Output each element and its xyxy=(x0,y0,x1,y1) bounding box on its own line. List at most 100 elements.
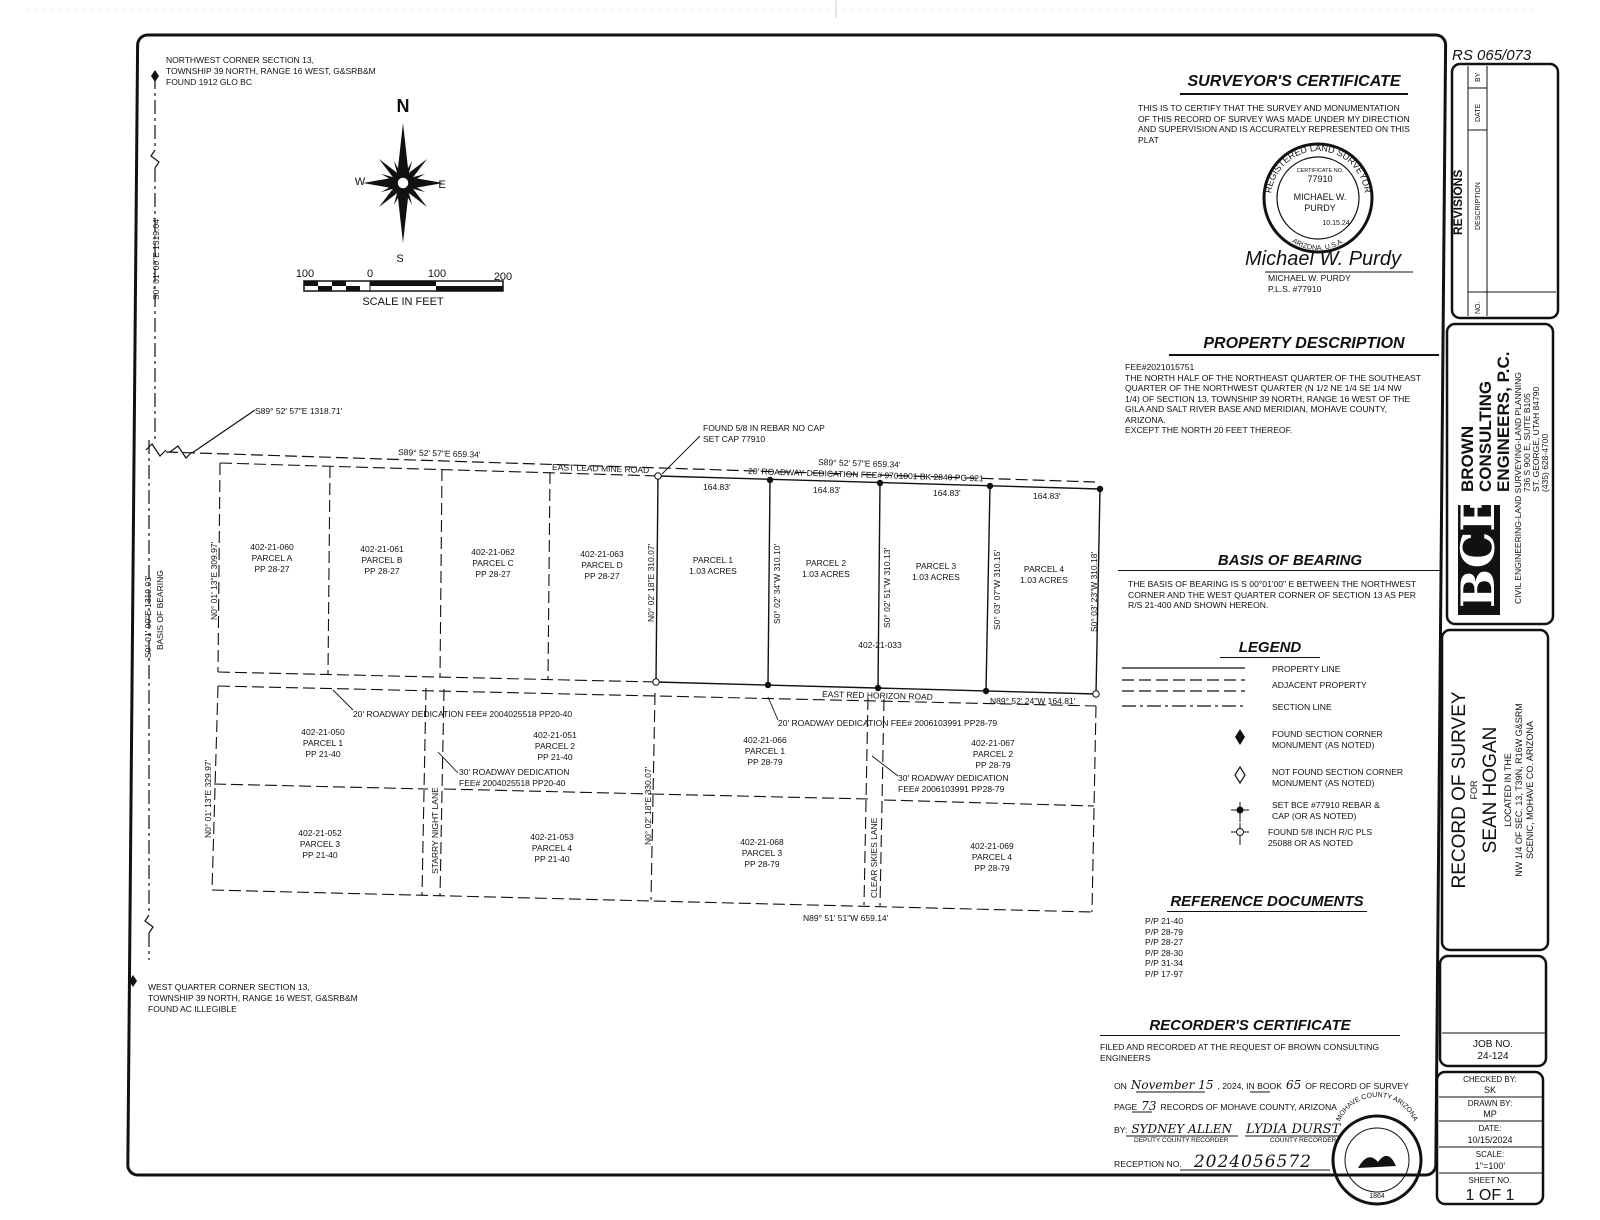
south-label: S xyxy=(396,253,403,265)
legend-title: LEGEND xyxy=(1220,639,1320,658)
svg-text:PARCEL 1: PARCEL 1 xyxy=(745,746,785,756)
svg-text:PARCEL C: PARCEL C xyxy=(472,558,514,568)
seal-cert-label: CERTIFICATE NO. xyxy=(1297,168,1344,174)
bottom-call: N89° 51' 51"W 659.14' xyxy=(803,913,889,923)
svg-text:736 S 900 E, SUITE B105: 736 S 900 E, SUITE B105 xyxy=(1522,393,1532,492)
svg-text:PP 28-27: PP 28-27 xyxy=(254,564,290,574)
width-parcel-4: 164.83' xyxy=(1033,491,1061,501)
svg-text:FOUND 1912 GLO BC: FOUND 1912 GLO BC xyxy=(166,77,252,87)
rev-col-by: BY xyxy=(1475,72,1482,82)
surveyor-seal: REGISTERED LAND SURVEYOR ARIZONA, U.S.A.… xyxy=(1262,142,1374,254)
found-rebar-note: FOUND 5/8 IN REBAR NO CAP xyxy=(703,423,825,433)
svg-text:SEAN HOGAN: SEAN HOGAN xyxy=(1480,727,1501,854)
svg-text:PARCEL 2: PARCEL 2 xyxy=(806,558,846,568)
parcel-3-east-call: S0° 03' 07"W 310.15' xyxy=(992,550,1002,630)
set-rebar-icon xyxy=(876,479,884,487)
svg-text:BCE: BCE xyxy=(1451,497,1505,608)
seal-date: 10.15.24 xyxy=(1322,220,1349,227)
svg-text:ENGINEERS, P.C.: ENGINEERS, P.C. xyxy=(1494,352,1513,492)
svg-text:TOWNSHIP 39 NORTH, RANGE 16 WE: TOWNSHIP 39 NORTH, RANGE 16 WEST, G&SRB&… xyxy=(148,993,358,1003)
north-dedication-label: 20' ROADWAY DEDICATION FEE# 9701001 BK 2… xyxy=(748,466,984,483)
surveyor-name: MICHAEL W. PURDY xyxy=(1268,273,1351,283)
checked-value: SK xyxy=(1484,1085,1496,1095)
checked-label: CHECKED BY: xyxy=(1463,1075,1517,1084)
drawn-label: DRAWN BY: xyxy=(1468,1099,1513,1108)
surveyor-name-block: MICHAEL W. PURDY P.L.S. #77910 xyxy=(1268,273,1351,294)
scale-label-100-left: 100 xyxy=(296,268,314,280)
set-rebar-icon xyxy=(764,681,772,689)
rev-col-description: DESCRIPTION xyxy=(1475,182,1482,230)
svg-text:PP 28-27: PP 28-27 xyxy=(584,571,620,581)
svg-text:NORTHWEST CORNER SECTION 13,: NORTHWEST CORNER SECTION 13, xyxy=(166,55,314,65)
firm-address: 736 S 900 E, SUITE B105 ST. GEORGE, UTAH… xyxy=(1522,387,1550,492)
svg-text:402-21-068: 402-21-068 xyxy=(740,837,784,847)
legend-adjacent-label: ADJACENT PROPERTY xyxy=(1272,680,1367,690)
svg-text:ST. GEORGE, UTAH 84790: ST. GEORGE, UTAH 84790 xyxy=(1531,387,1541,492)
recorded-book: 65 xyxy=(1285,1078,1302,1092)
svg-text:402-21-050: 402-21-050 xyxy=(301,727,345,737)
svg-text:BROWN: BROWN xyxy=(1458,426,1477,492)
drawn-value: MP xyxy=(1483,1109,1497,1119)
rev-col-no: NO. xyxy=(1475,302,1482,315)
svg-text:PARCEL 2: PARCEL 2 xyxy=(973,749,1013,759)
property-description-title: PROPERTY DESCRIPTION xyxy=(1169,334,1439,356)
svg-text:PARCEL 4: PARCEL 4 xyxy=(532,843,572,853)
reference-documents-title: REFERENCE DOCUMENTS xyxy=(1167,893,1367,912)
basis-of-bearing: BASIS OF BEARING THE BASIS OF BEARING IS… xyxy=(1118,551,1440,611)
subject-boundary xyxy=(655,475,1101,695)
svg-text:PARCEL 1: PARCEL 1 xyxy=(303,738,343,748)
surveyor-certificate: SURVEYOR'S CERTIFICATE THIS IS TO CERTIF… xyxy=(1138,73,1410,145)
svg-text:PP 28-79: PP 28-79 xyxy=(975,760,1011,770)
svg-text:402-21-060: 402-21-060 xyxy=(250,542,294,552)
recorded-date: November 15 xyxy=(1130,1078,1214,1092)
property-description: PROPERTY DESCRIPTION FEE#2021015751 THE … xyxy=(1125,334,1439,436)
svg-text:PP 28-27: PP 28-27 xyxy=(364,566,400,576)
svg-text:PARCEL 2: PARCEL 2 xyxy=(535,741,575,751)
legend-property-line-label: PROPERTY LINE xyxy=(1272,664,1341,674)
nw-corner-note: NORTHWEST CORNER SECTION 13, TOWNSHIP 39… xyxy=(166,55,376,87)
svg-text:402-21-052: 402-21-052 xyxy=(298,828,342,838)
legend: LEGEND xyxy=(1112,639,1320,658)
north-label: N xyxy=(397,96,410,116)
svg-text:PP 21-40: PP 21-40 xyxy=(302,850,338,860)
set-rebar-icon xyxy=(986,482,994,490)
svg-text:TOWNSHIP 39 NORTH, RANGE 16 WE: TOWNSHIP 39 NORTH, RANGE 16 WEST, G&SRB&… xyxy=(166,66,376,76)
overall-apn: 402-21-033 xyxy=(858,640,902,650)
recorder-seal-year: 1864 xyxy=(1369,1193,1385,1200)
sheet-border xyxy=(126,33,1448,1177)
svg-text:402-21-061: 402-21-061 xyxy=(360,544,404,554)
parcel-1-east-call: S0° 02' 34"W 310.10' xyxy=(772,544,782,624)
svg-text:402-21-053: 402-21-053 xyxy=(530,832,574,842)
recorder-seal: MOHAVE COUNTY ARIZONA 1864 xyxy=(1331,1092,1423,1206)
scale-value: 1"=100' xyxy=(1475,1161,1505,1171)
svg-text:PP 21-40: PP 21-40 xyxy=(537,752,573,762)
svg-text:1.03 ACRES: 1.03 ACRES xyxy=(1020,575,1068,585)
east-label: E xyxy=(438,179,445,191)
north-section-line xyxy=(145,409,1096,483)
recorder-signature: LYDIA DURST xyxy=(1246,1122,1341,1137)
west-label: W xyxy=(355,176,366,188)
width-parcel-1: 164.83' xyxy=(703,482,731,492)
road-lead-mine: EAST LEAD MINE ROAD xyxy=(552,462,649,475)
road-starry-night: STARRY NIGHT LANE xyxy=(430,787,440,874)
recorder-certificate: RECORDER'S CERTIFICATE FILED AND RECORDE… xyxy=(1100,1017,1400,1063)
set-rebar-icon xyxy=(874,684,882,692)
date-label: DATE: xyxy=(1479,1124,1502,1133)
found-rebar-monuments xyxy=(652,472,1100,698)
found-rebar-legend-icon xyxy=(1231,823,1249,845)
rev-col-date: DATE xyxy=(1475,104,1482,122)
svg-text:FOUND AC ILLEGIBLE: FOUND AC ILLEGIBLE xyxy=(148,1004,237,1014)
firm-name: BROWN CONSULTING ENGINEERS, P.C. xyxy=(1458,352,1513,492)
svg-text:PP 28-27: PP 28-27 xyxy=(475,569,511,579)
basis-of-bearing-title: BASIS OF BEARING xyxy=(1217,552,1363,569)
parcel-2-east-call: S0° 02' 51"W 310.13' xyxy=(882,548,892,628)
